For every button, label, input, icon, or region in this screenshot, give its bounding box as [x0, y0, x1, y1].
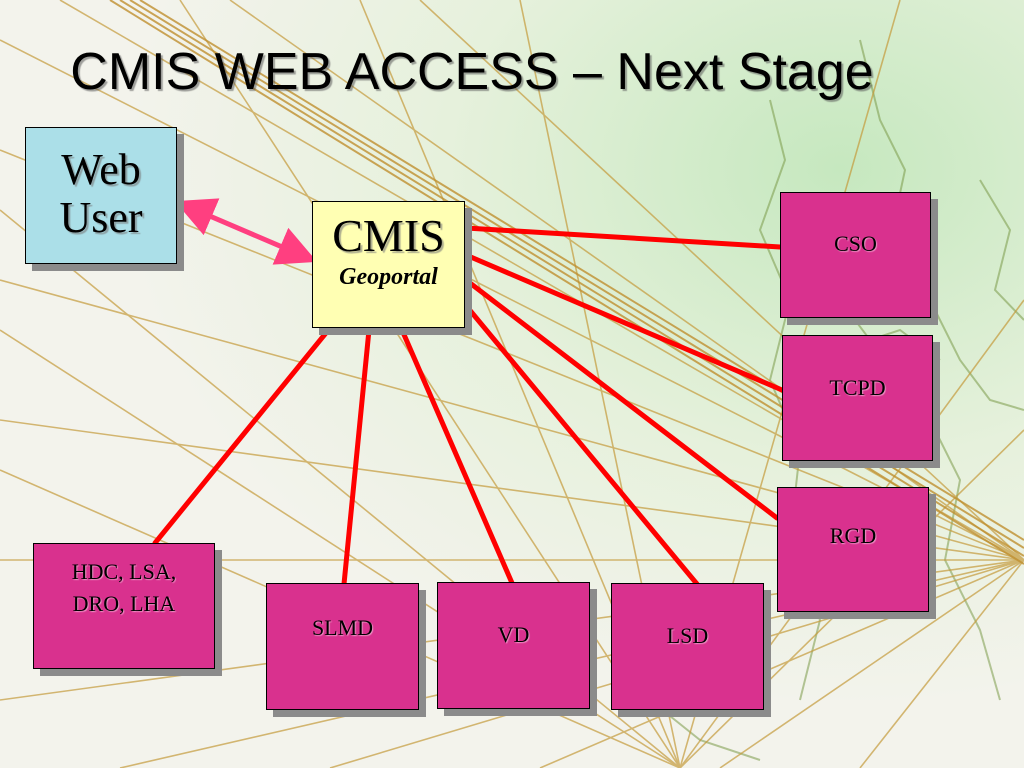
decorative-ray: [59, 0, 1024, 561]
unit-box-slmd: SLMD: [266, 583, 419, 710]
cmis-label: CMIS: [332, 210, 445, 261]
access-arrow: [174, 198, 318, 265]
unit-box-lsd: LSD: [611, 583, 764, 710]
decorative-ray: [719, 559, 1024, 768]
decorative-ray: [419, 0, 1024, 561]
connector-cso: [463, 225, 783, 250]
connector-lsd: [465, 305, 700, 587]
unit-box-rgd: RGD: [777, 487, 929, 612]
connector-rgd: [463, 277, 780, 521]
unit-box-cso: CSO: [780, 192, 931, 318]
connector-hdc: [152, 325, 333, 546]
connector-slmd: [341, 327, 372, 587]
decorative-ray: [859, 559, 1024, 768]
unit-box-vd: VD: [437, 582, 590, 709]
connector-tcpd: [463, 252, 785, 393]
decorative-ray: [0, 39, 1024, 561]
web-user-box: Web User: [25, 127, 177, 264]
unit-box-tcpd: TCPD: [782, 335, 933, 461]
geoportal-label: Geoportal: [339, 264, 438, 290]
cmis-geoportal-box: CMIS Geoportal: [312, 201, 465, 328]
connector-vd: [399, 327, 515, 586]
unit-box-hdc-lsa-dro-lha: HDC, LSA, DRO, LHA: [33, 543, 215, 669]
slide-title: CMIS WEB ACCESS – Next Stage: [70, 43, 874, 101]
decorative-ray: [539, 559, 1024, 768]
decorative-ray: [179, 0, 681, 768]
